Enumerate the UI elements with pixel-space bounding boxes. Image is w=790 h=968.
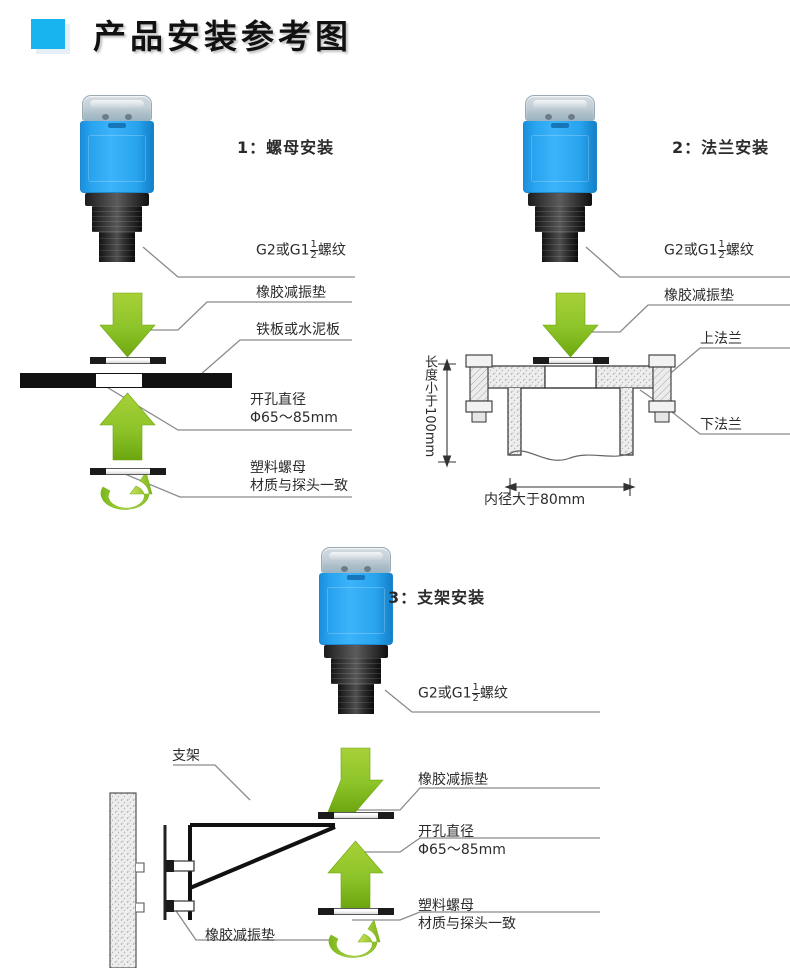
section-3-heading: 3：支架安装 xyxy=(388,588,486,607)
page-header: 产品安装参考图 xyxy=(0,0,790,68)
label-hole-diameter-1: 开孔直径 Φ65～85mm xyxy=(250,392,338,426)
device-probe-tip-2 xyxy=(542,232,578,262)
rubber-pad-1 xyxy=(90,357,166,364)
arrow-fasten-up-1 xyxy=(99,392,156,461)
level-sensor-device-3 xyxy=(318,547,394,714)
dimension-label-inner-diameter: 内径大于80mm xyxy=(484,492,586,508)
label-hole-diameter-3: 开孔直径 Φ65～85mm xyxy=(418,824,506,858)
device-probe-tip-1 xyxy=(99,232,135,262)
section-2-heading: 2：法兰安装 xyxy=(672,138,770,157)
label-plastic-nut-1: 塑料螺母 材质与探头一致 xyxy=(250,460,348,494)
plastic-nut-3 xyxy=(318,908,394,915)
device-collar-1 xyxy=(85,193,149,206)
page-title: 产品安装参考图 xyxy=(93,17,352,56)
arrow-insert-down-2 xyxy=(542,292,599,358)
device-body-2 xyxy=(523,121,597,193)
blue-square-icon xyxy=(31,19,65,49)
device-body-1 xyxy=(80,121,154,193)
label-rubber-pad-3: 橡胶减振垫 xyxy=(418,772,488,788)
device-indicator-leds-2 xyxy=(545,114,575,121)
device-thread-1 xyxy=(92,206,142,232)
label-plate-1: 铁板或水泥板 xyxy=(256,322,340,338)
label-lower-flange: 下法兰 xyxy=(700,417,742,433)
device-body-3 xyxy=(319,573,393,645)
device-cap-2 xyxy=(525,95,595,121)
rubber-pad-2 xyxy=(533,357,609,364)
flange-assembly xyxy=(465,354,676,461)
plastic-nut-1 xyxy=(90,468,166,475)
level-sensor-device-1 xyxy=(79,95,155,262)
label-rubber-pad-bottom: 橡胶减振垫 xyxy=(205,928,275,944)
label-upper-flange: 上法兰 xyxy=(700,331,742,347)
rubber-pad-3 xyxy=(318,812,394,819)
leader-lines-section-2 xyxy=(560,246,790,435)
device-cap-3 xyxy=(321,547,391,573)
label-rubber-pad-2: 橡胶减振垫 xyxy=(664,288,734,304)
device-probe-tip-3 xyxy=(338,684,374,714)
device-collar-2 xyxy=(528,193,592,206)
device-collar-3 xyxy=(324,645,388,658)
device-thread-2 xyxy=(535,206,585,232)
arrow-insert-down-3 xyxy=(327,747,384,813)
label-rubber-pad-1: 橡胶减振垫 xyxy=(256,285,326,301)
device-cap-1 xyxy=(82,95,152,121)
arrow-fasten-up-3 xyxy=(327,840,384,909)
device-indicator-leds-1 xyxy=(102,114,132,121)
label-bracket: 支架 xyxy=(172,748,200,764)
level-sensor-device-2 xyxy=(522,95,598,262)
label-plastic-nut-3: 塑料螺母 材质与探头一致 xyxy=(418,898,516,932)
dimension-label-length: 长度小于100mm xyxy=(422,355,437,458)
plate-hole-1 xyxy=(96,373,142,388)
section-1-heading: 1：螺母安装 xyxy=(237,138,335,157)
arrow-rotate-1 xyxy=(100,471,153,510)
arrow-insert-down-1 xyxy=(99,292,156,358)
device-thread-3 xyxy=(331,658,381,684)
dimension-length-vertical xyxy=(438,358,456,468)
device-indicator-leds-3 xyxy=(341,566,371,573)
arrow-rotate-3 xyxy=(328,919,381,958)
